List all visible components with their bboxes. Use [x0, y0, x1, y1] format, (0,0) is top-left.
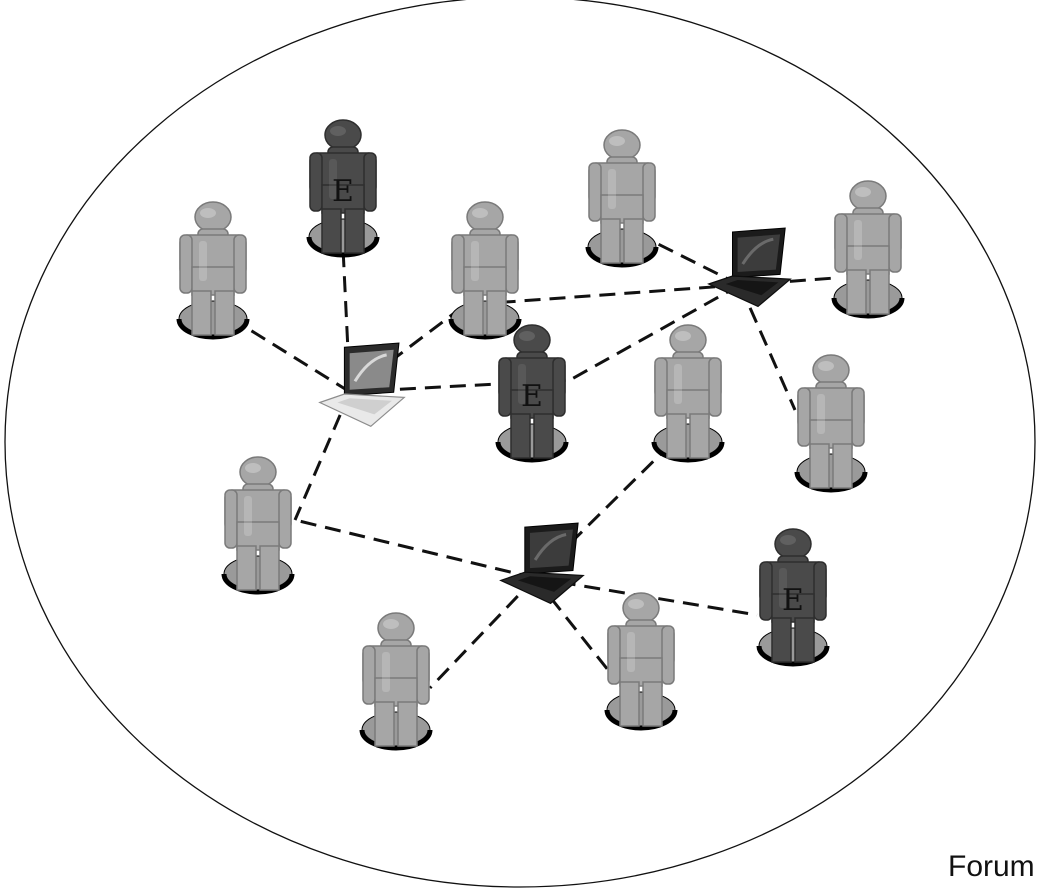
link-hub-right-p4	[649, 238, 741, 287]
person-icon	[651, 324, 725, 463]
person-icon	[794, 354, 868, 493]
link-hub-right-p6	[569, 283, 741, 382]
diagram-caption: Forum	[948, 850, 1035, 883]
person-icon	[176, 201, 250, 340]
expert-marker-label: E	[521, 379, 543, 414]
expert-marker-label: E	[782, 583, 804, 618]
forum-boundary	[4, 0, 1036, 888]
person-icon	[448, 201, 522, 340]
person-icon	[585, 129, 659, 268]
expert-person-icon: E	[306, 119, 380, 258]
connection-links	[217, 238, 836, 690]
expert-marker-label: E	[332, 174, 354, 209]
link-hub-bottom-p9	[294, 518, 536, 580]
person-icon	[359, 612, 433, 751]
laptop-icon	[318, 342, 406, 428]
laptop-icon	[499, 522, 585, 605]
link-hub-bottom-p11	[533, 577, 610, 671]
link-hub-bottom-p10	[428, 576, 537, 690]
laptop-icon	[707, 227, 792, 308]
person-icon	[221, 456, 295, 595]
link-hub-right-p3	[464, 283, 741, 307]
person-icon	[604, 592, 678, 731]
forum-members: E E E	[176, 119, 905, 751]
expert-person-icon: E	[495, 324, 569, 463]
person-icon	[831, 180, 905, 319]
laptop-hubs	[318, 227, 792, 605]
expert-person-icon: E	[756, 528, 830, 667]
link-hub-right-p8	[738, 284, 797, 411]
